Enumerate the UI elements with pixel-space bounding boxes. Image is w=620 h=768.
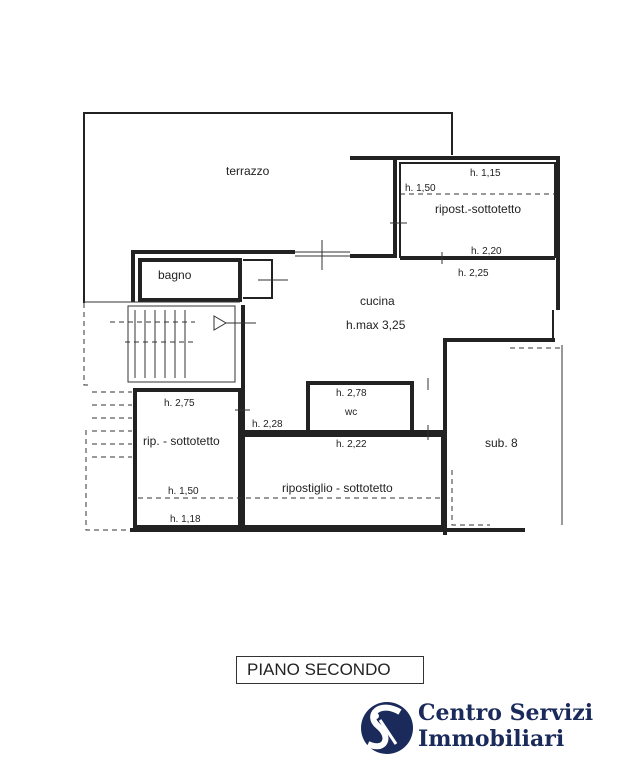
height-label: h. 1,15: [470, 168, 501, 179]
height-label: h. 1,50: [405, 183, 436, 194]
staircase: [92, 305, 236, 458]
room-label-ripost: ripost.-sottotetto: [435, 202, 521, 216]
logo-line2: Immobiliari: [418, 726, 565, 752]
walls: [83, 112, 563, 535]
room-label-rip-sottotetto: rip. - sottotetto: [143, 434, 220, 448]
height-label: h. 1,50: [168, 486, 199, 497]
height-label: h. 2,22: [336, 439, 367, 450]
height-label: h. 1,18: [170, 514, 201, 525]
cucina-height: h.max 3,25: [346, 318, 406, 332]
height-label: h. 2,75: [164, 398, 195, 409]
room-label-wc: wc: [344, 407, 357, 418]
room-label-cucina: cucina: [360, 294, 395, 308]
room-label-ripostiglio: ripostiglio - sottotetto: [282, 481, 393, 495]
room-label-bagno: bagno: [158, 268, 192, 282]
height-label: h. 2,28: [252, 419, 283, 430]
logo-line1: Centro Servizi: [418, 700, 594, 726]
floor-label: PIANO SECONDO: [236, 656, 424, 684]
room-label-sub8: sub. 8: [485, 436, 518, 450]
room-label-terrazzo: terrazzo: [226, 164, 270, 178]
height-label: h. 2,20: [471, 246, 502, 257]
company-logo-icon: [361, 702, 413, 754]
height-label: h. 2,25: [458, 268, 489, 279]
height-label: h. 2,78: [336, 388, 367, 399]
